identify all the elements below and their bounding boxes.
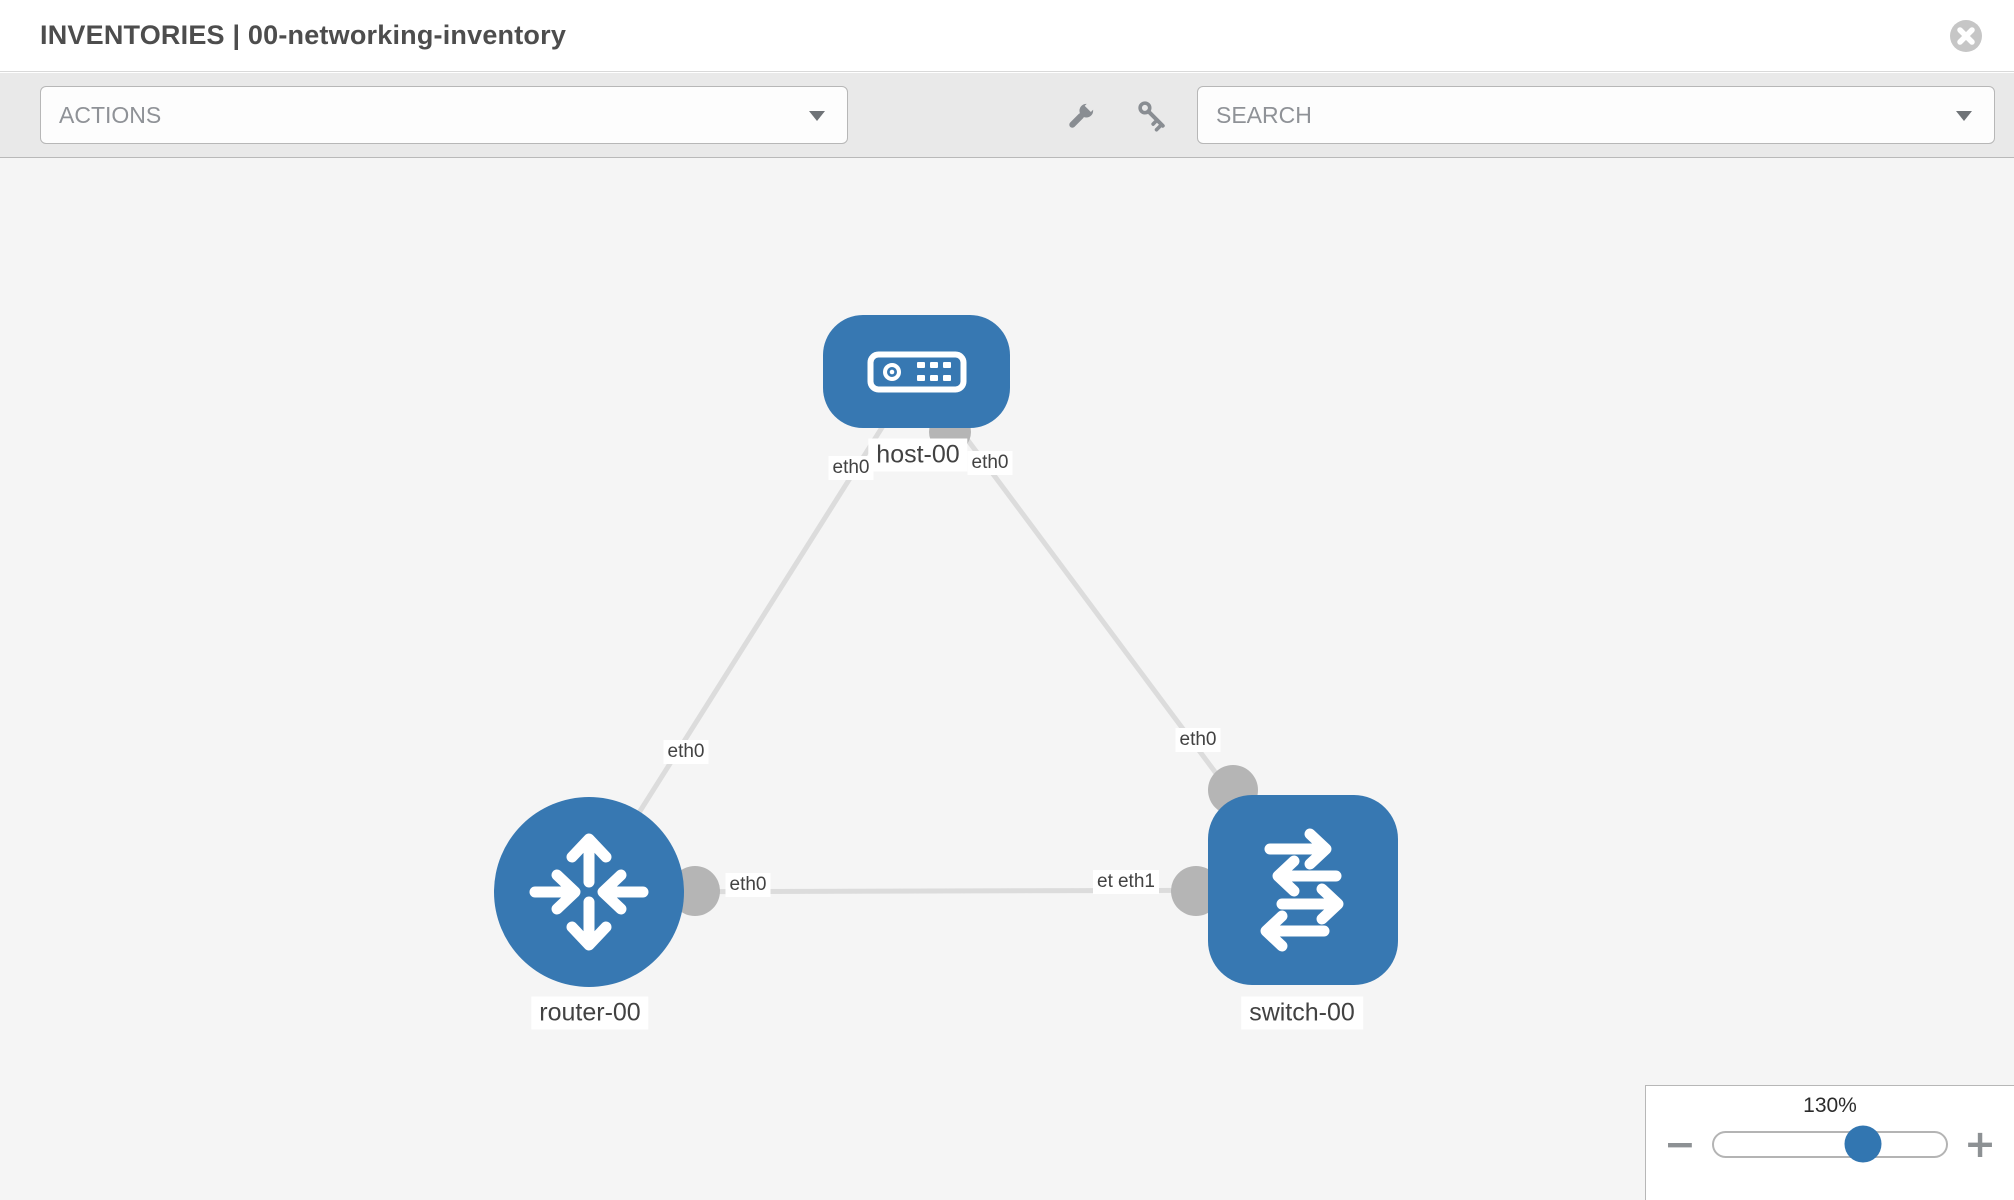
page-title: INVENTORIES | 00-networking-inventory: [40, 20, 567, 50]
zoom-out-button[interactable]: −: [1664, 1122, 1696, 1166]
node-router-00[interactable]: [494, 797, 684, 987]
wrench-icon: [1069, 98, 1098, 128]
topology-canvas[interactable]: host-00 router-00 switch-00 eth0 eth0 et…: [0, 158, 2014, 1200]
router-icon: [529, 833, 649, 951]
zoom-level: 130%: [1803, 1094, 1857, 1117]
zoom-slider-thumb[interactable]: [1844, 1125, 1882, 1163]
close-icon: [1950, 20, 1982, 52]
zoom-panel: 130% − +: [1645, 1085, 2014, 1200]
search-dropdown[interactable]: SEARCH: [1197, 86, 1995, 144]
topology-graph: [586, 370, 1306, 916]
zoom-slider-track[interactable]: [1711, 1125, 1949, 1163]
interface-label-pair-switch-left: eth0 eth1: [1093, 870, 1159, 894]
node-label-host: host-00: [868, 438, 968, 472]
actions-dropdown-label: ACTIONS: [59, 102, 162, 128]
zoom-in-button[interactable]: +: [1964, 1122, 1996, 1166]
interface-label-host-left: eth0: [828, 456, 874, 480]
chevron-down-icon: [809, 111, 825, 121]
tools-button[interactable]: [1059, 86, 1105, 144]
node-label-switch: switch-00: [1241, 996, 1363, 1030]
zoom-row: − +: [1662, 1125, 1998, 1163]
interface-label-host-right: eth0: [967, 451, 1013, 475]
host-icon: [867, 351, 966, 392]
toolbar: ACTIONS SEARCH: [0, 73, 2014, 158]
node-switch-00[interactable]: [1208, 795, 1398, 985]
key-icon: [1138, 101, 1165, 132]
close-button[interactable]: [1948, 18, 1984, 54]
interface-label-router-right: eth0: [725, 873, 771, 897]
switch-icon: [1260, 828, 1344, 952]
search-dropdown-label: SEARCH: [1216, 102, 1312, 128]
interface-label-switch-front: eth1: [1113, 870, 1159, 894]
node-host-00[interactable]: [823, 315, 1010, 428]
key-button[interactable]: [1129, 86, 1175, 144]
chevron-down-icon: [1956, 111, 1972, 121]
actions-dropdown[interactable]: ACTIONS: [40, 86, 848, 144]
node-label-router: router-00: [531, 996, 649, 1030]
interface-label-host-switch: eth0: [1175, 728, 1221, 752]
titlebar: INVENTORIES | 00-networking-inventory: [0, 0, 2014, 72]
interface-label-host-router: eth0: [663, 740, 709, 764]
